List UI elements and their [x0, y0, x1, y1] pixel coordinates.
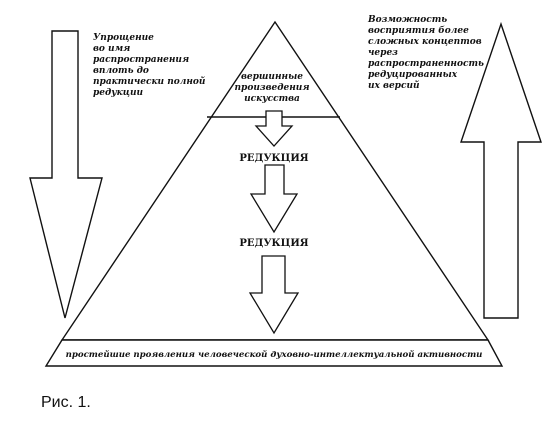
left-note-line-6: редукции: [93, 88, 144, 98]
left-note-line-3: распространения: [93, 55, 189, 65]
right-note-line-1: Возможность: [367, 15, 447, 25]
reduction-arrow-3: [248, 255, 300, 335]
left-note-line-1: Упрощение: [93, 33, 154, 43]
right-note-line-2: восприятия более: [368, 25, 469, 36]
apex-label-line-1: вершинные: [241, 72, 303, 82]
apex-label-line-2: произведения: [234, 83, 309, 93]
apex-label-line-3: искусства: [244, 94, 300, 104]
base-band: [44, 339, 504, 367]
right-note-line-3: сложных концептов: [368, 37, 482, 47]
left-note: Упрощение во имя распространения вплоть …: [93, 33, 206, 98]
left-down-arrow: [29, 30, 103, 319]
figure-caption: Рис. 1.: [41, 394, 91, 411]
right-note: Возможность восприятия более сложных кон…: [367, 15, 484, 91]
reduction-label-2: РЕДУКЦИЯ: [239, 238, 308, 249]
right-note-line-6: редуцированных: [368, 70, 458, 80]
right-up-arrow: [460, 21, 542, 319]
right-note-line-5: распространенность: [368, 59, 484, 69]
left-note-line-5: практически полной: [93, 76, 206, 87]
reduction-arrow-2: [249, 164, 299, 234]
left-note-line-2: во имя: [93, 44, 130, 54]
right-note-line-4: через: [368, 48, 398, 58]
reduction-arrow-1: [254, 110, 294, 147]
reduction-label-1: РЕДУКЦИЯ: [239, 153, 308, 164]
right-note-line-7: их версий: [368, 80, 420, 91]
base-label: простейшие проявления человеческой духов…: [66, 349, 483, 360]
left-note-line-4: вплоть до: [93, 66, 149, 76]
